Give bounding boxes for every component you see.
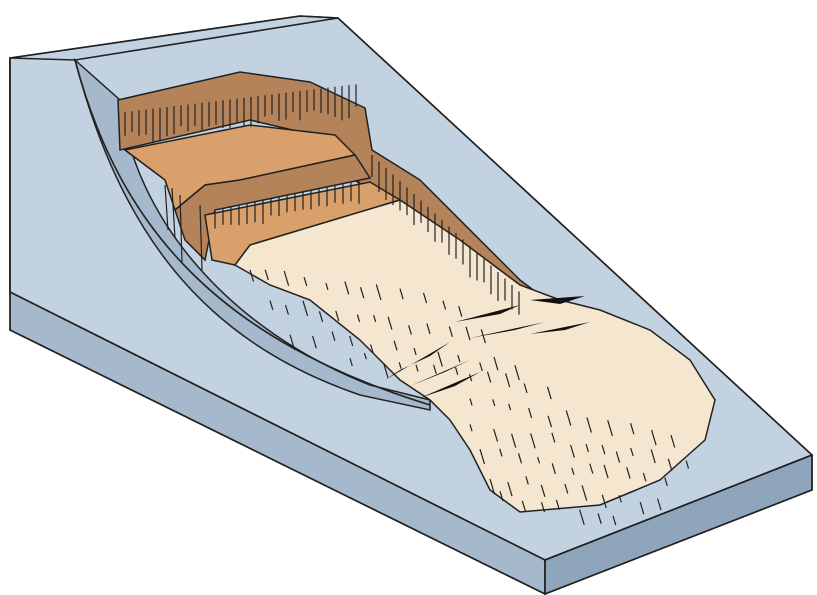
diagram-stage [0,0,817,595]
slump-earthflow-diagram [0,0,817,595]
